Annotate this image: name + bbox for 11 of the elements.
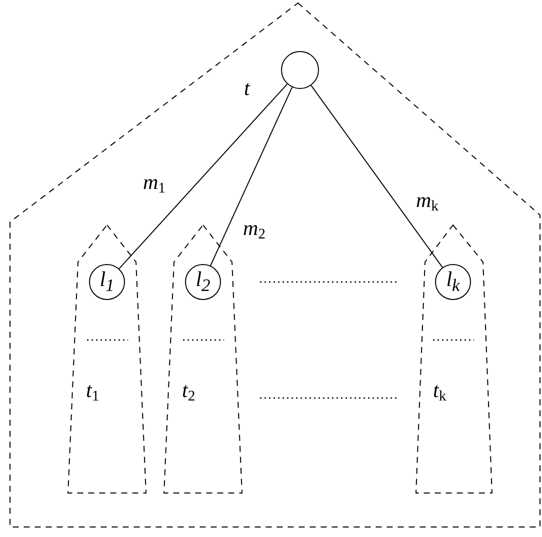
tree-label: t$_{k}$ xyxy=(433,380,446,404)
root-circle xyxy=(281,51,319,89)
tree-label: t xyxy=(244,78,250,99)
tree-edge xyxy=(210,86,293,266)
tree-edge xyxy=(310,84,443,268)
label-circle: l$_{k}$ xyxy=(435,264,471,300)
label-circle: l$_{1}$ xyxy=(89,264,125,300)
tree-label: t$_{1}$ xyxy=(86,380,100,404)
label-circle: l$_{2}$ xyxy=(185,264,221,300)
tree-edge xyxy=(118,84,288,270)
tree-label: t$_{2}$ xyxy=(182,380,196,404)
